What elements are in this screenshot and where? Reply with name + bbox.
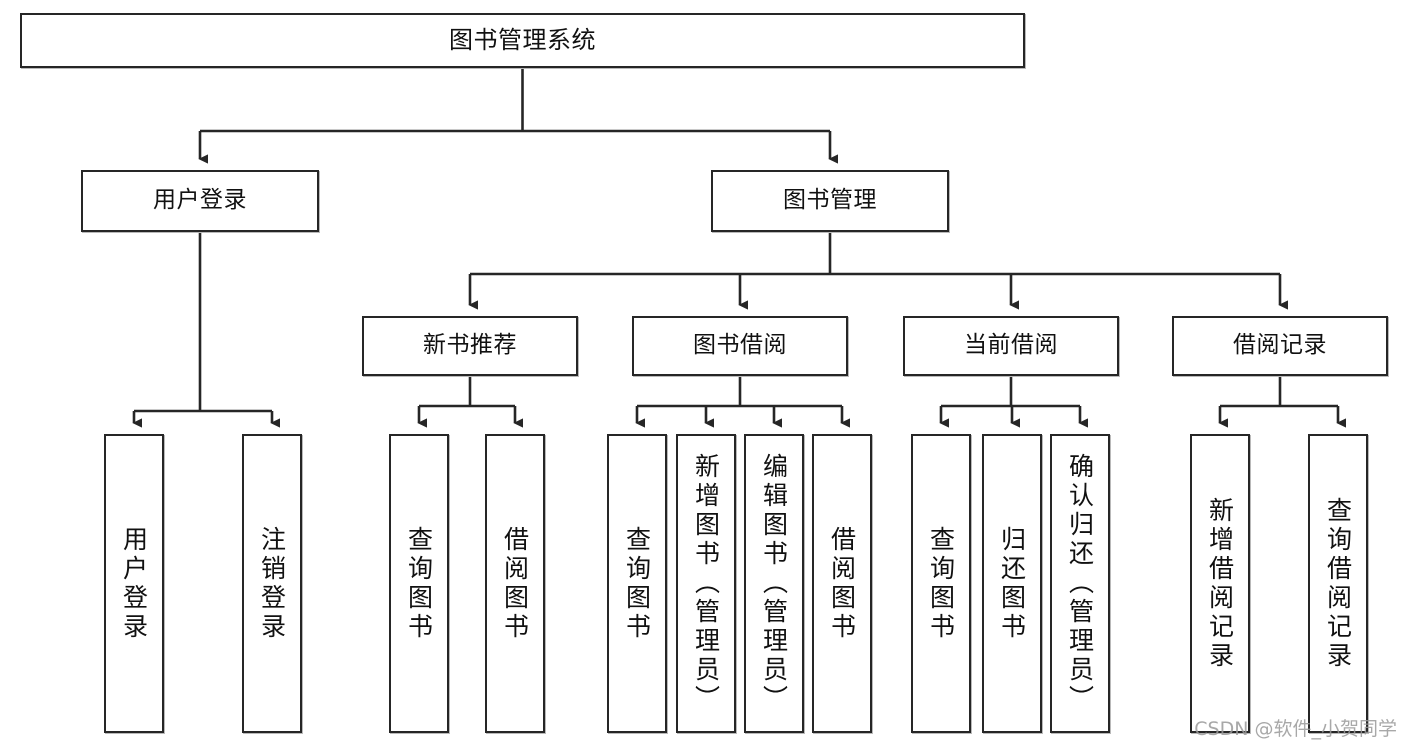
node-root-book-management-system[interactable]: 图书管理系统 <box>20 13 1025 68</box>
node-label: 借阅图书 <box>827 525 857 642</box>
leaf-node-borrow-book-recommend[interactable]: 借阅图书 <box>485 434 545 733</box>
node-label: 编辑图书（管理员） <box>759 453 789 714</box>
node-label: 当前借阅 <box>964 332 1058 359</box>
node-label: 注销登录 <box>257 525 287 642</box>
node-label: 图书借阅 <box>693 332 787 359</box>
node-label: 新增借阅记录 <box>1205 496 1235 671</box>
node-label: 借阅记录 <box>1233 332 1327 359</box>
node-label: 用户登录 <box>119 525 149 642</box>
node-label: 归还图书 <box>997 525 1027 642</box>
csdn-watermark: CSDN @软件_小贺同学 <box>1194 718 1397 740</box>
node-user-login[interactable]: 用户登录 <box>81 170 319 232</box>
leaf-node-return-book[interactable]: 归还图书 <box>982 434 1042 733</box>
node-label: 用户登录 <box>153 187 247 214</box>
node-label: 确认归还（管理员） <box>1065 453 1095 714</box>
node-book-borrowing[interactable]: 图书借阅 <box>632 316 848 376</box>
node-borrowing-records[interactable]: 借阅记录 <box>1172 316 1388 376</box>
leaf-node-add-borrow-record[interactable]: 新增借阅记录 <box>1190 434 1250 733</box>
node-label: 查询图书 <box>404 525 434 642</box>
leaf-node-user-login[interactable]: 用户登录 <box>104 434 164 733</box>
node-label: 借阅图书 <box>500 525 530 642</box>
node-label: 新增图书（管理员） <box>691 453 721 714</box>
node-label: 新书推荐 <box>423 332 517 359</box>
leaf-node-add-book-admin[interactable]: 新增图书（管理员） <box>676 434 736 733</box>
leaf-node-query-book-recommend[interactable]: 查询图书 <box>389 434 449 733</box>
leaf-node-confirm-return-admin[interactable]: 确认归还（管理员） <box>1050 434 1110 733</box>
node-new-book-recommendation[interactable]: 新书推荐 <box>362 316 578 376</box>
node-label: 查询图书 <box>622 525 652 642</box>
node-current-borrowing[interactable]: 当前借阅 <box>903 316 1119 376</box>
leaf-node-query-book-borrow[interactable]: 查询图书 <box>607 434 667 733</box>
node-label: 查询图书 <box>926 525 956 642</box>
leaf-node-edit-book-admin[interactable]: 编辑图书（管理员） <box>744 434 804 733</box>
node-label: 查询借阅记录 <box>1323 496 1353 671</box>
leaf-node-query-borrow-record[interactable]: 查询借阅记录 <box>1308 434 1368 733</box>
leaf-node-query-book-current[interactable]: 查询图书 <box>911 434 971 733</box>
leaf-node-borrow-book[interactable]: 借阅图书 <box>812 434 872 733</box>
node-book-management[interactable]: 图书管理 <box>711 170 949 232</box>
node-label: 图书管理系统 <box>449 26 596 55</box>
node-label: 图书管理 <box>783 187 877 214</box>
leaf-node-user-logout[interactable]: 注销登录 <box>242 434 302 733</box>
